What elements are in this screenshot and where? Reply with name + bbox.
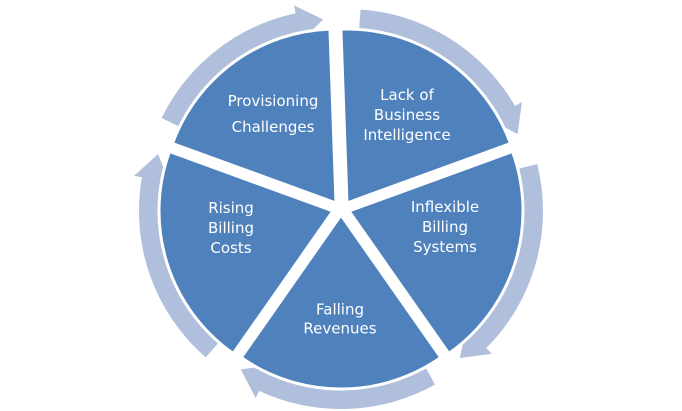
pie-segments [157, 27, 525, 391]
label-line: Falling [316, 301, 364, 319]
label-line: Costs [210, 239, 251, 257]
label-line: Business [374, 106, 440, 124]
ring-arrow-rising-billing-costs [134, 154, 219, 358]
segment-rising-billing-costs [157, 149, 336, 356]
label-line: Billing [422, 218, 468, 236]
segment-inflexible-billing-systems [346, 149, 525, 356]
label-line: Inflexible [411, 198, 479, 216]
label-line: Lack of [380, 86, 434, 104]
label-line: Billing [208, 219, 254, 237]
label-line: Challenges [232, 118, 315, 136]
ring-arrow-falling-revenues [240, 365, 436, 409]
label-line: Intelligence [363, 126, 450, 144]
label-line: Revenues [303, 320, 376, 338]
segment-falling-revenues [239, 212, 443, 391]
label-line: Rising [208, 199, 254, 217]
ring-arrow-lack-of-business-intelligence [359, 9, 522, 135]
segment-provisioning-challenges [170, 27, 338, 206]
label-line: Provisioning [228, 92, 319, 110]
segment-lack-of-business-intelligence [339, 27, 513, 206]
label-line: Systems [413, 238, 477, 256]
